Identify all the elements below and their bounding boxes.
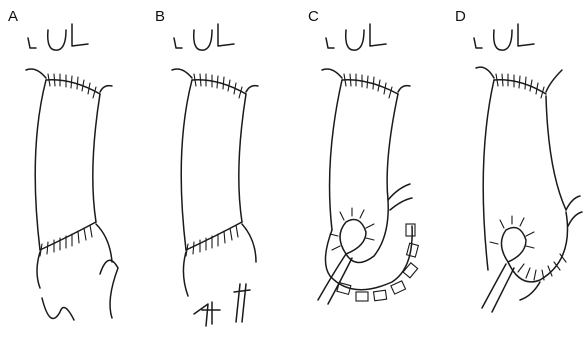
anastomosis-ring <box>330 208 374 254</box>
pouch-suture-line <box>518 254 566 280</box>
lower-suture-line <box>40 225 92 256</box>
panel-d-drawing <box>474 24 582 312</box>
upper-suture-line <box>48 74 96 98</box>
upper-suture-line <box>344 74 392 98</box>
panel-c-drawing <box>318 24 418 304</box>
panel-a-drawing <box>26 24 118 320</box>
panel-b-drawing <box>172 24 258 326</box>
upper-suture-line <box>496 74 544 98</box>
upper-suture-line <box>194 74 242 98</box>
anastomosis-ring <box>490 216 534 262</box>
lower-suture-line <box>186 225 238 256</box>
